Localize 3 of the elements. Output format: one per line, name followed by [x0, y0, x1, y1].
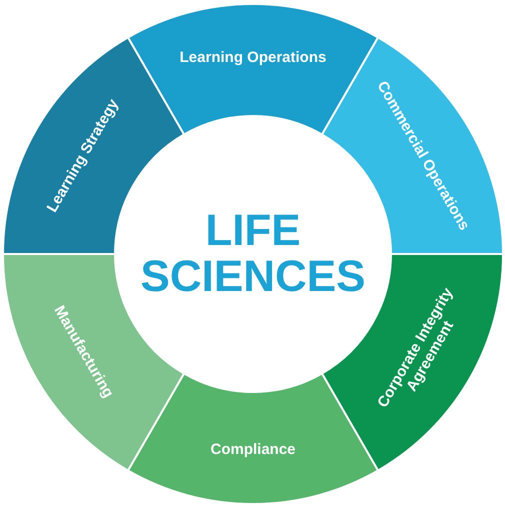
center-title: LIFE SCIENCES — [140, 208, 366, 300]
segment-label: Compliance — [210, 441, 296, 459]
segment-label: Learning Operations — [180, 49, 326, 67]
